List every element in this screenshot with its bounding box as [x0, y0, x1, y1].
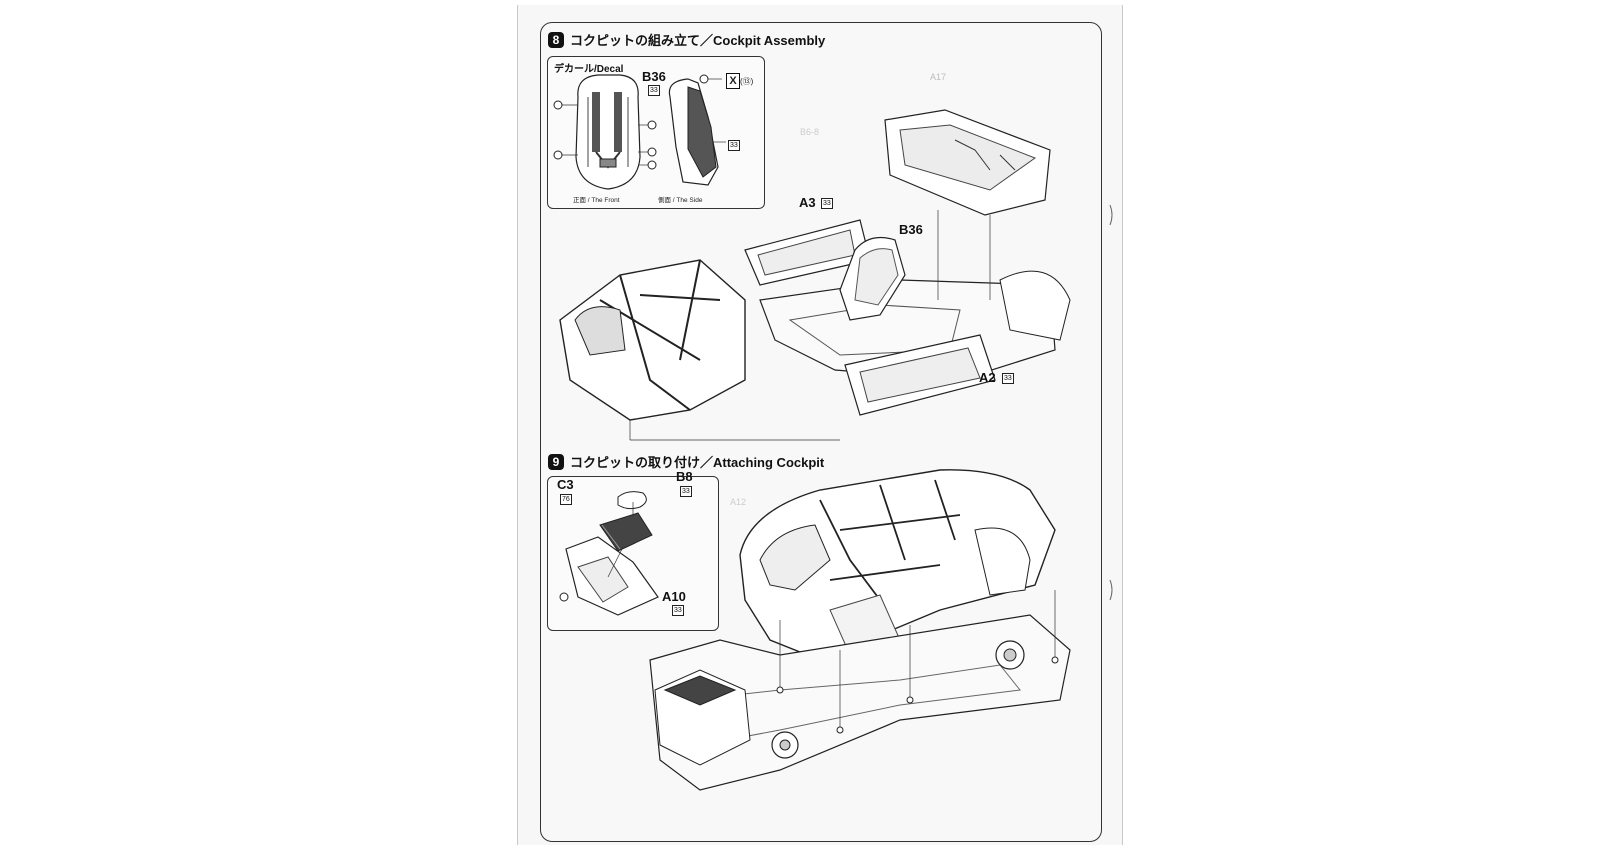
part-a3-tag: 33 — [821, 198, 833, 209]
svg-text:A17: A17 — [930, 72, 946, 82]
svg-text:B6-8: B6-8 — [800, 127, 819, 137]
step-8-title-text: コクピットの組み立て／Cockpit Assembly — [570, 33, 826, 48]
inset-c3-tag: 76 — [560, 494, 572, 505]
side-caption: 側面 / The Side — [658, 197, 703, 204]
part-b36-label: B36 — [899, 222, 923, 237]
inset-c3-label: C3 — [557, 477, 574, 492]
decal-x-mark: X — [726, 73, 740, 89]
decal-heading: デカール/Decal — [554, 64, 624, 75]
inset-b8-tag: 33 — [680, 486, 692, 497]
svg-text:A12: A12 — [730, 497, 746, 507]
side-callout-tag: 33 — [728, 140, 740, 151]
decal-x-note: (⑬) — [740, 77, 754, 86]
step-9-title: 9 コクピットの取り付け／Attaching Cockpit — [548, 452, 824, 471]
step-8-title: 8 コクピットの組み立て／Cockpit Assembly — [548, 30, 825, 49]
decal-box: デカール/Decal B36 33 X (⑬) 33 正面 / The Fron… — [547, 56, 765, 209]
step-9-title-text: コクピットの取り付け／Attaching Cockpit — [570, 455, 825, 470]
front-caption: 正面 / The Front — [573, 197, 620, 204]
inset-drawing — [559, 491, 659, 616]
decal-part-label: B36 — [642, 69, 666, 84]
step-8-number: 8 — [548, 31, 564, 48]
part-a2-label: A2 — [979, 370, 996, 385]
inset-a10-tag: 33 — [672, 605, 684, 616]
inset-a10-label: A10 — [662, 589, 686, 604]
inset-b8-label: B8 — [676, 469, 693, 484]
part-a3-label: A3 — [799, 195, 816, 210]
step-9-number: 9 — [548, 453, 564, 470]
part-a2-tag: 33 — [1002, 373, 1014, 384]
seat-front-drawing — [553, 74, 726, 190]
decal-part-tag: 33 — [648, 85, 660, 96]
attaching-inset-box: C3 76 B8 33 A10 33 — [547, 469, 719, 631]
